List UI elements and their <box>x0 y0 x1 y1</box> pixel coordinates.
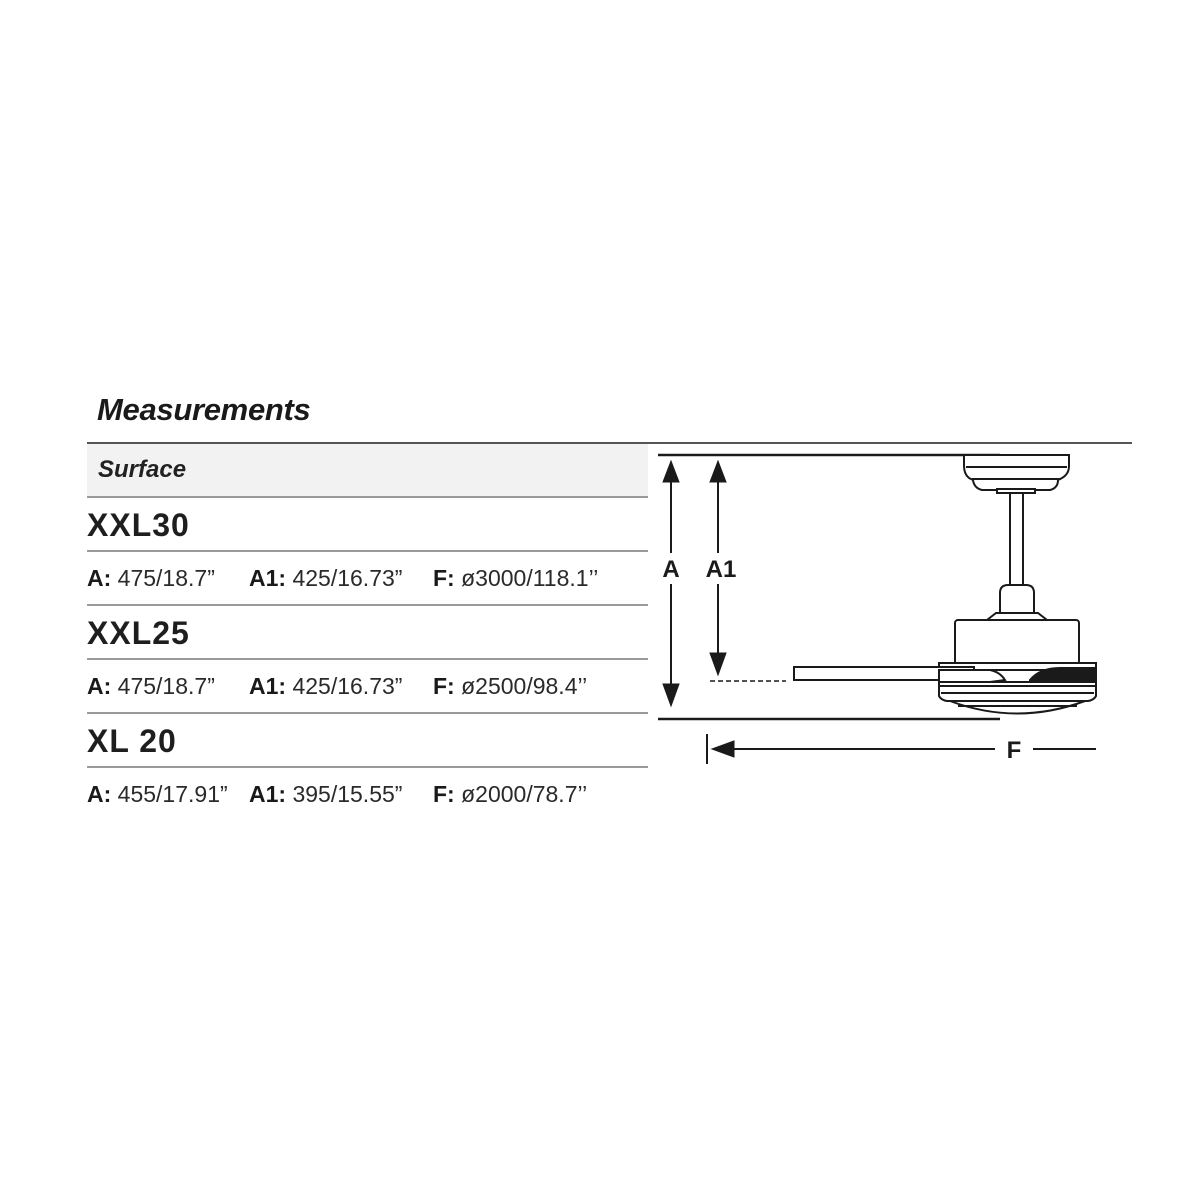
model-name: XL 20 <box>87 722 177 759</box>
spec-a1: A1: 395/15.55” <box>249 780 403 807</box>
model-row-xl20: XL 20 <box>87 714 648 768</box>
header-rule <box>87 442 1132 444</box>
dimension-f-label: F <box>1007 737 1022 764</box>
spec-f: F: ø2500/98.4’’ <box>433 672 588 699</box>
dimension-a-label: A <box>662 556 679 583</box>
dimension-a1-arrow <box>709 459 727 677</box>
spec-a: A: 475/18.7” <box>87 672 215 699</box>
spec-f: F: ø3000/118.1’’ <box>433 564 599 591</box>
dimension-a1-label: A1 <box>706 556 737 583</box>
dimension-a-arrow <box>662 459 680 708</box>
surface-label: Surface <box>98 456 187 483</box>
model-row-xxl30: XXL30 <box>87 498 648 552</box>
model-name: XXL25 <box>87 614 190 651</box>
spec-a1: A1: 425/16.73” <box>249 672 403 699</box>
page-title: Measurements <box>97 392 311 427</box>
spec-a: A: 475/18.7” <box>87 564 215 591</box>
surface-header: Surface <box>87 444 648 498</box>
spec-row-xxl25: A: 475/18.7” A1: 425/16.73” F: ø2500/98.… <box>87 660 648 714</box>
ceiling-fan-illustration <box>793 454 1097 715</box>
dimension-f-arrow <box>706 734 1096 764</box>
spec-f: F: ø2000/78.7’’ <box>433 780 588 807</box>
spec-a: A: 455/17.91” <box>87 780 228 807</box>
spec-row-xxl30: A: 475/18.7” A1: 425/16.73” F: ø3000/118… <box>87 552 648 606</box>
model-name: XXL30 <box>87 506 190 543</box>
spec-a1: A1: 425/16.73” <box>249 564 403 591</box>
measurements-table: Surface XXL30 A: 475/18.7” A1: 425/16.73… <box>87 444 648 820</box>
model-row-xxl25: XXL25 <box>87 606 648 660</box>
spec-row-xl20: A: 455/17.91” A1: 395/15.55” F: ø2000/78… <box>87 768 648 820</box>
